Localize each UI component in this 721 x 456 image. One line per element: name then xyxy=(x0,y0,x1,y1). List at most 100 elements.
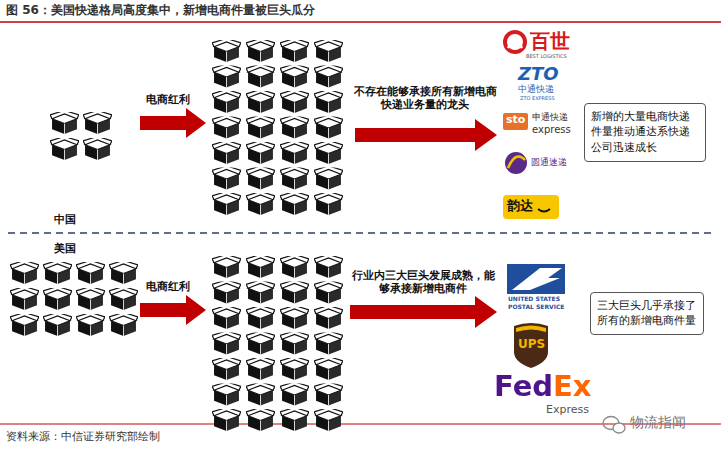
parcel-icon xyxy=(280,90,309,113)
parcel-icon xyxy=(76,261,105,284)
logo-text: UNITED STATES xyxy=(508,296,560,303)
parcel-icon xyxy=(280,39,309,62)
parcel-icon xyxy=(212,167,241,190)
parcel-icon xyxy=(246,281,275,304)
figure-title: 图 56：美国快递格局高度集中，新增电商件量被巨头瓜分 xyxy=(6,4,315,18)
parcel-icon xyxy=(314,167,343,190)
parcel-icon xyxy=(280,306,309,329)
logo-text: ZTO EXPRESS xyxy=(520,96,555,102)
parcel-icon xyxy=(246,192,275,215)
parcel-icon xyxy=(314,255,343,278)
parcel-icon xyxy=(212,332,241,355)
parcel-icon xyxy=(246,306,275,329)
parcel-grid xyxy=(10,39,343,431)
parcel-icon xyxy=(246,116,275,139)
parcel-icon xyxy=(212,39,241,62)
logo-text: sto xyxy=(506,114,525,127)
source-rule xyxy=(0,424,721,425)
parcel-icon xyxy=(10,287,39,310)
parcel-icon xyxy=(314,357,343,380)
parcel-icon xyxy=(280,167,309,190)
logo-text: ZTO xyxy=(518,64,559,85)
parcel-icon xyxy=(50,137,79,160)
parcel-icon xyxy=(314,90,343,113)
parcel-icon xyxy=(212,192,241,215)
parcel-icon xyxy=(212,65,241,88)
parcel-icon xyxy=(280,332,309,355)
yto-logo xyxy=(505,152,527,174)
ups-logo xyxy=(514,323,548,368)
arrow-label: 电商红利 xyxy=(146,94,190,107)
logo-text: UPS xyxy=(518,338,545,352)
arrow-label: 不存在能够承接所有新增电商快递业务量的龙头 xyxy=(352,86,498,111)
region-label: 美国 xyxy=(54,243,76,256)
parcel-icon xyxy=(43,287,72,310)
parcel-icon xyxy=(76,287,105,310)
logo-text: BEST LOGISTICS xyxy=(526,54,567,60)
parcel-icon xyxy=(109,261,138,284)
yunda-smile xyxy=(538,209,550,212)
parcel-icon xyxy=(212,90,241,113)
callout-box: 三大巨头几乎承接了所有的新增电商件量 xyxy=(590,292,704,335)
parcel-icon xyxy=(109,287,138,310)
logo-text: FedEx xyxy=(494,370,592,403)
red-arrow xyxy=(140,108,206,138)
parcel-icon xyxy=(212,383,241,406)
arrow-label: 行业内三大巨头发展成熟，能够承接新增电商件 xyxy=(350,270,496,295)
callout-text: 新增的大量电商快递件量推动通达系快递公司迅速成长 xyxy=(591,109,699,155)
parcel-icon xyxy=(314,281,343,304)
callout-box: 新增的大量电商快递件量推动通达系快递公司迅速成长 xyxy=(584,103,706,162)
parcel-icon xyxy=(314,332,343,355)
parcel-icon xyxy=(246,141,275,164)
parcel-icon xyxy=(212,357,241,380)
parcel-icon xyxy=(280,65,309,88)
parcel-icon xyxy=(212,255,241,278)
parcel-icon xyxy=(280,192,309,215)
parcel-icon xyxy=(314,39,343,62)
parcel-icon xyxy=(314,65,343,88)
parcel-icon xyxy=(280,408,309,431)
parcel-icon xyxy=(212,408,241,431)
title-rule xyxy=(0,21,721,23)
logo-text: 圆通速递 xyxy=(531,157,567,167)
parcel-icon xyxy=(314,383,343,406)
parcel-icon xyxy=(212,116,241,139)
parcel-icon xyxy=(10,261,39,284)
parcel-icon xyxy=(50,111,79,134)
usps-logo xyxy=(507,264,565,294)
parcel-icon xyxy=(280,141,309,164)
parcel-icon xyxy=(246,383,275,406)
parcel-icon xyxy=(280,357,309,380)
parcel-icon xyxy=(246,65,275,88)
parcel-icon xyxy=(10,313,39,336)
watermark: 物流指闻 xyxy=(630,414,686,430)
parcel-icon xyxy=(246,357,275,380)
parcel-icon xyxy=(246,332,275,355)
parcel-icon xyxy=(314,116,343,139)
parcel-icon xyxy=(280,383,309,406)
parcel-icon xyxy=(314,192,343,215)
parcel-icon xyxy=(246,39,275,62)
parcel-icon xyxy=(246,255,275,278)
parcel-icon xyxy=(314,408,343,431)
logo-text: 中通快递 xyxy=(518,84,554,94)
parcel-icon xyxy=(314,141,343,164)
parcel-icon xyxy=(76,313,105,336)
arrow-label: 电商红利 xyxy=(146,281,190,294)
logo-text: express xyxy=(532,124,571,136)
best-logo xyxy=(505,32,525,52)
parcel-icon xyxy=(83,137,112,160)
yunda-logo xyxy=(503,195,559,219)
parcel-icon xyxy=(83,111,112,134)
wechat-icon xyxy=(603,417,625,434)
parcel-icon xyxy=(280,116,309,139)
parcel-icon xyxy=(246,408,275,431)
parcel-icon xyxy=(43,261,72,284)
parcel-icon xyxy=(246,167,275,190)
logo-text: Express xyxy=(546,404,589,417)
parcel-icon xyxy=(109,313,138,336)
parcel-icon xyxy=(212,306,241,329)
logo-text: 申通快递 xyxy=(532,112,568,122)
logo-text: POSTAL SERVICE xyxy=(508,304,564,311)
